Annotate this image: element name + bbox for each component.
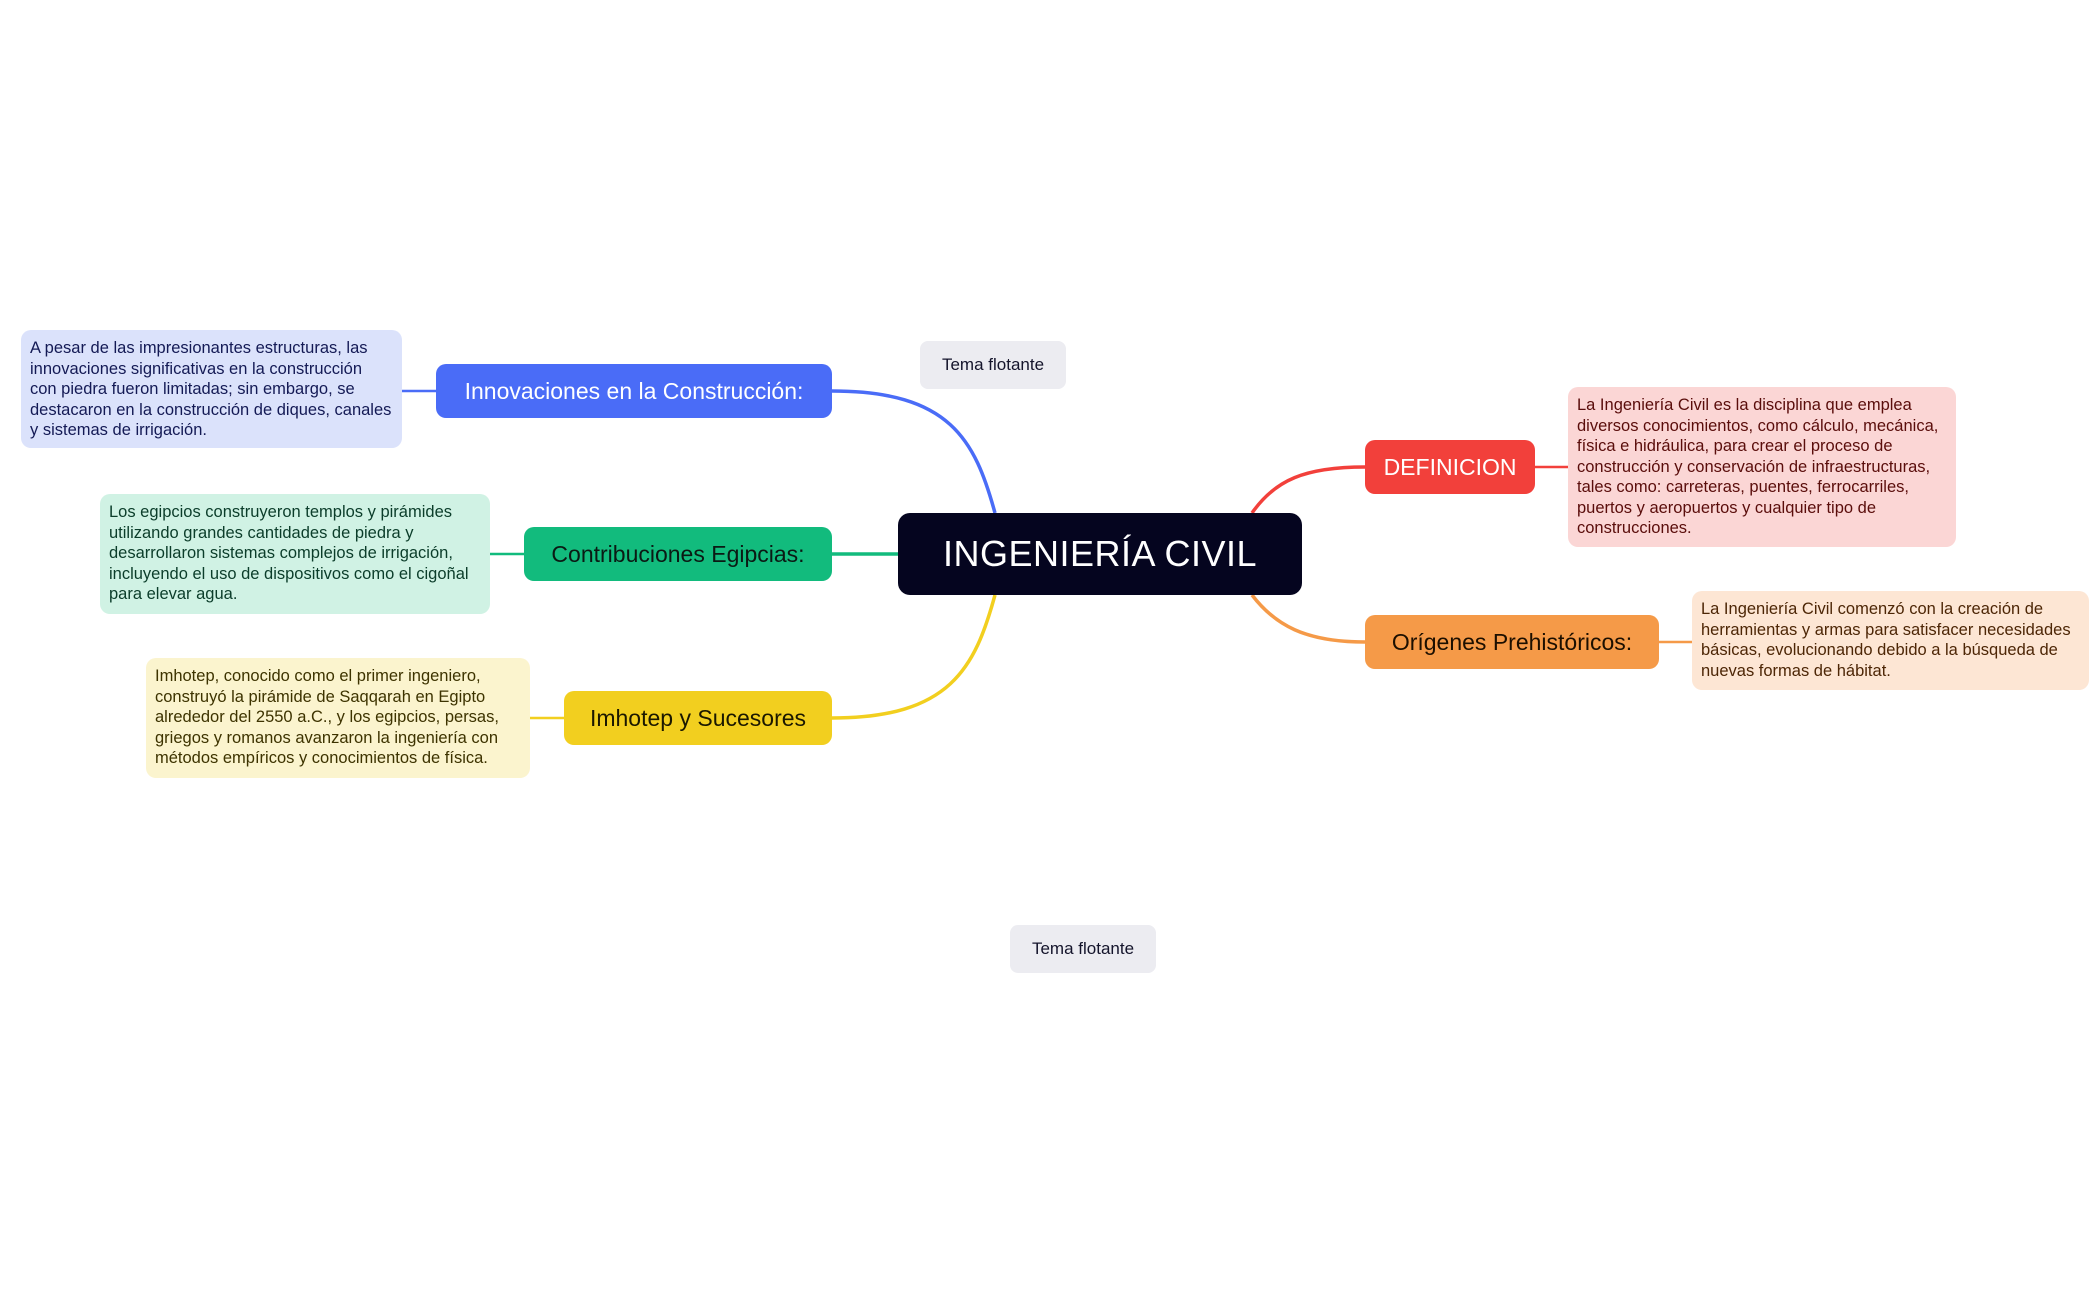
note-definicion[interactable]: La Ingeniería Civil es la disciplina que… [1568, 387, 1956, 547]
note-contribuciones[interactable]: Los egipcios construyeron templos y pirá… [100, 494, 490, 614]
link-root-origenes [1250, 593, 1366, 644]
note-origenes[interactable]: La Ingeniería Civil comenzó con la creac… [1692, 591, 2089, 690]
topic-origenes[interactable]: Orígenes Prehistóricos: [1365, 615, 1659, 669]
floating-topic-2-label: Tema flotante [1031, 939, 1135, 958]
topic-imhotep[interactable]: Imhotep y Sucesores [564, 691, 832, 745]
link-root-innovaciones [831, 389, 997, 514]
note-innovaciones[interactable]: A pesar de las impresionantes estructura… [21, 330, 402, 448]
topic-definicion[interactable]: DEFINICION [1365, 440, 1535, 494]
root-topic[interactable]: INGENIERÍA CIVIL [898, 513, 1302, 595]
topic-innovaciones[interactable]: Innovaciones en la Construcción: [436, 364, 832, 418]
floating-topic-1[interactable]: Tema flotante [920, 341, 1066, 389]
topic-origenes-label: Orígenes Prehistóricos: [1391, 628, 1633, 655]
floating-topic-2[interactable]: Tema flotante [1010, 925, 1156, 973]
note-imhotep[interactable]: Imhotep, conocido como el primer ingenie… [146, 658, 530, 778]
topic-contribuciones-label: Contribuciones Egipcias: [551, 540, 805, 567]
topic-imhotep-label: Imhotep y Sucesores [589, 704, 807, 731]
link-root-definicion [1250, 465, 1366, 515]
floating-topic-1-label: Tema flotante [941, 355, 1045, 374]
root-topic-label: INGENIERÍA CIVIL [942, 533, 1258, 574]
link-root-imhotep [831, 594, 997, 720]
topic-definicion-label: DEFINICION [1383, 453, 1517, 480]
topic-innovaciones-label: Innovaciones en la Construcción: [464, 377, 804, 404]
topic-contribuciones[interactable]: Contribuciones Egipcias: [524, 527, 832, 581]
